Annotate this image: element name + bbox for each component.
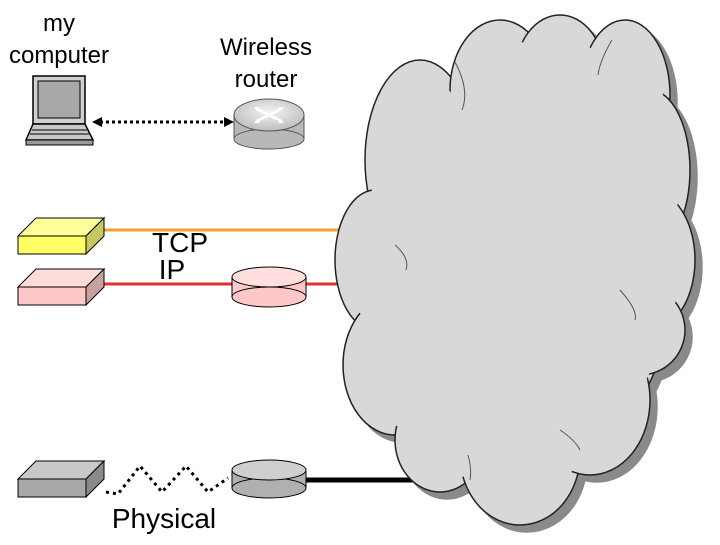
wireless-router-label: Wireless router [200, 32, 332, 96]
wireless-router-label-line1: Wireless [219, 34, 312, 61]
wireless-link [92, 117, 234, 127]
physical-layer-box [16, 459, 106, 499]
wireless-router-label-line2: router [234, 66, 298, 93]
tcp-layer-box [16, 216, 106, 256]
wireless-router-icon [233, 98, 305, 150]
my-computer-label: my computer [0, 8, 118, 72]
ip-layer-box [16, 267, 106, 307]
my-computer-label-line2: computer [8, 42, 110, 69]
router-ip-cylinder [231, 266, 307, 308]
physical-zigzag-link [105, 463, 229, 496]
ip-label: IP [158, 254, 186, 285]
tcp-label: TCP [152, 227, 208, 258]
laptop-icon [24, 75, 95, 146]
router-physical-cylinder [231, 459, 307, 499]
internet-cloud [334, 14, 703, 533]
my-computer-label-line1: my [43, 10, 75, 37]
physical-label: Physical [111, 503, 217, 534]
